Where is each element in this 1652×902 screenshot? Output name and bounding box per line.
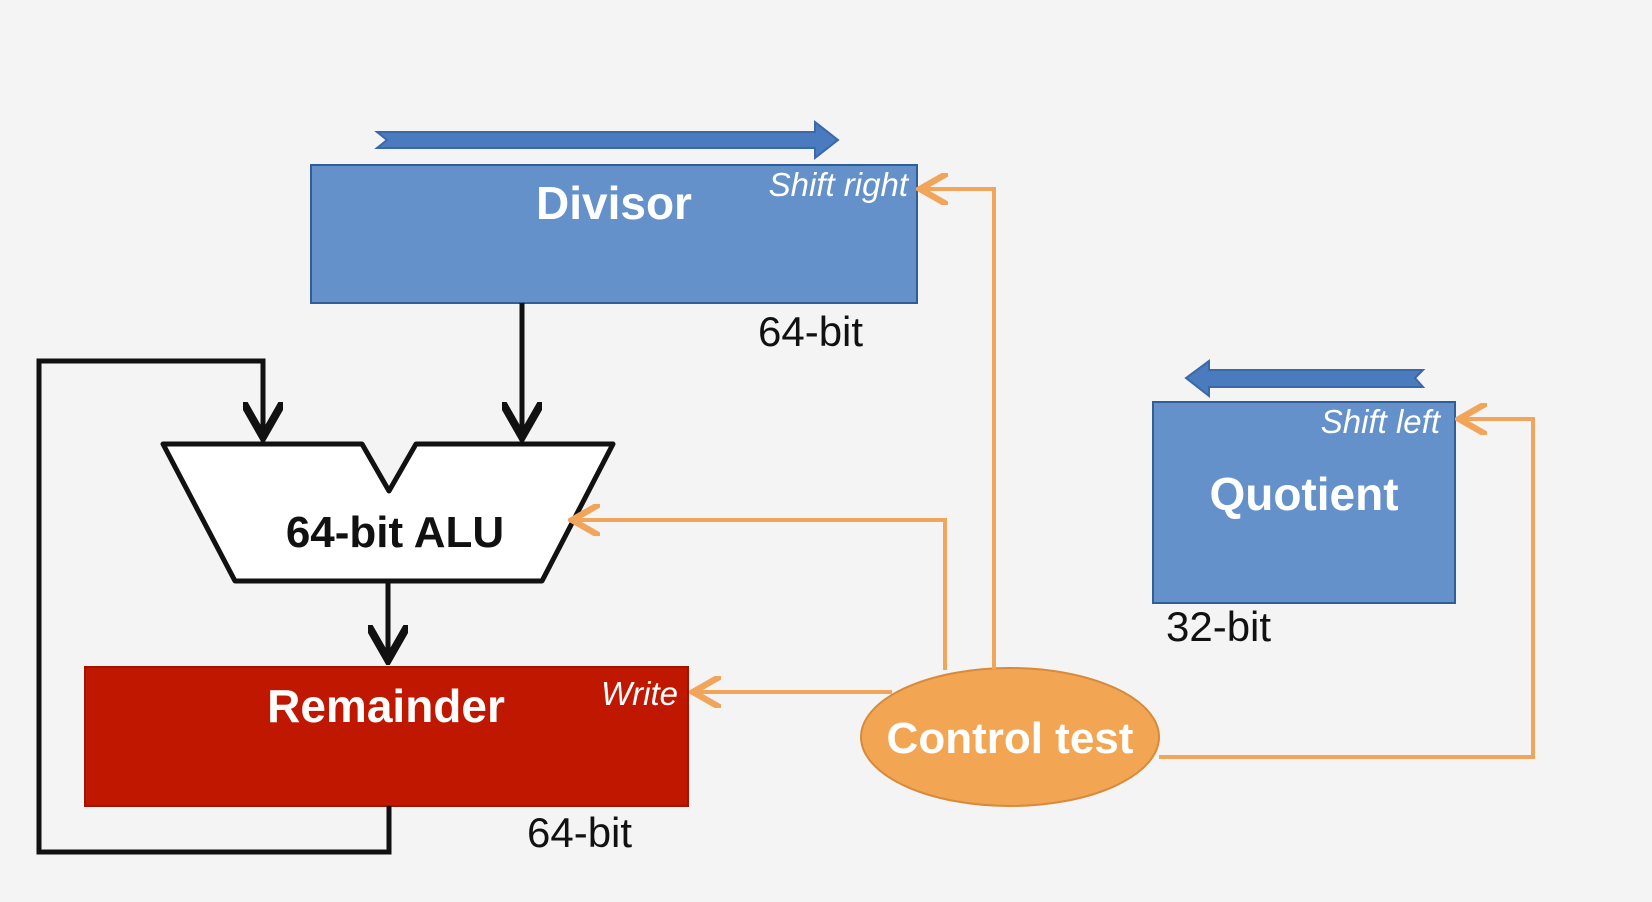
- datapath-wires: [36, 303, 522, 855]
- divisor-width-label: 64-bit: [758, 308, 863, 355]
- divisor-register: Divisor Shift right: [310, 119, 918, 304]
- remainder-width-label: 64-bit: [527, 809, 632, 856]
- control-to-alu-wire: [576, 520, 947, 670]
- remainder-feedback-wire: [36, 358, 392, 855]
- control-to-quotient-wire: [1159, 419, 1535, 759]
- quotient-register: Quotient Shift left: [1152, 359, 1456, 604]
- divisor-title: Divisor: [536, 177, 692, 229]
- control-test-ellipse: [860, 667, 1160, 807]
- shift-left-arrow-icon: [1184, 359, 1426, 399]
- divisor-box: [310, 164, 918, 304]
- control-wires: [576, 189, 1535, 759]
- quotient-width-label: 32-bit: [1166, 603, 1271, 650]
- control-test: Control test: [860, 667, 1160, 807]
- quotient-box: [1152, 401, 1456, 604]
- control-test-label: Control test: [887, 714, 1134, 763]
- control-to-divisor-wire: [924, 189, 996, 669]
- alu: 64-bit ALU: [160, 441, 616, 584]
- remainder-title: Remainder: [267, 680, 505, 732]
- alu-shape: [160, 441, 616, 584]
- quotient-title: Quotient: [1209, 468, 1398, 520]
- shift-right-arrow-icon: [374, 119, 840, 161]
- divisor-shift-right-label: Shift right: [769, 166, 910, 203]
- quotient-shift-left-label: Shift left: [1321, 403, 1442, 440]
- remainder-write-label: Write: [601, 675, 678, 712]
- alu-label: 64-bit ALU: [286, 508, 504, 557]
- remainder-register: Remainder Write: [84, 666, 689, 807]
